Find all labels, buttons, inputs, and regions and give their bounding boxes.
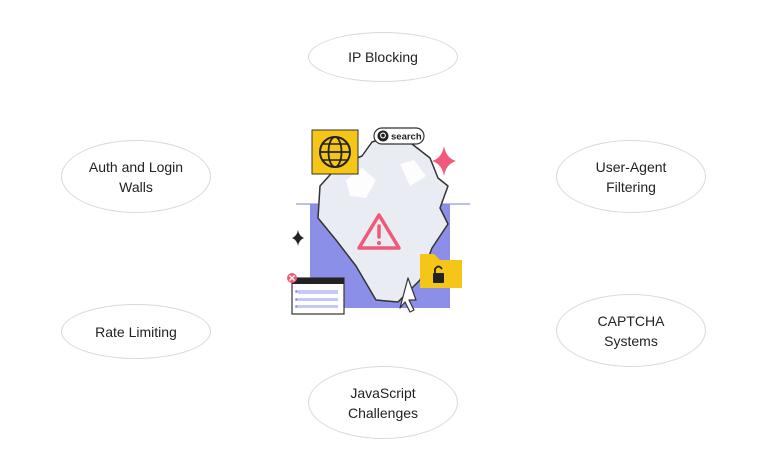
bubble-auth-login-walls: Auth and Login Walls [61,140,211,213]
bubble-label-line: IP Blocking [348,49,418,65]
bubble-user-agent-filtering: User-Agent Filtering [556,140,706,213]
sparkle-icon [292,230,304,246]
bubble-rate-limiting: Rate Limiting [61,304,211,359]
bubble-label-line: Auth and Login [88,158,184,175]
warning-icon [357,213,401,250]
bubble-ip-blocking: IP Blocking [308,32,458,82]
bubble-label-line: User-Agent [595,158,667,175]
browser-window-icon [287,273,345,315]
bubble-label-line: Walls [119,178,153,195]
bubble-label-line: Challenges [347,404,419,421]
bubble-label-line: Systems [604,332,658,349]
bubble-label-line: Filtering [606,178,656,195]
iceberg-highlight [400,160,426,186]
sparkle-icon [432,146,456,176]
lock-icon [420,254,462,288]
bubble-label-line: Rate Limiting [95,323,177,340]
bubble-captcha-systems: CAPTCHA Systems [556,294,706,367]
iceberg-illustration: search [287,127,470,315]
globe-icon [311,129,359,175]
cursor-icon [399,277,417,313]
search-icon [377,130,389,142]
bubble-javascript-challenges: JavaScript Challenges [308,366,458,439]
iceberg-highlight [346,168,376,198]
bubble-label-line: CAPTCHA [597,312,665,329]
bubble-label-line: JavaScript [350,384,416,401]
search-label: search [391,132,422,143]
search-pill: search [373,127,425,145]
